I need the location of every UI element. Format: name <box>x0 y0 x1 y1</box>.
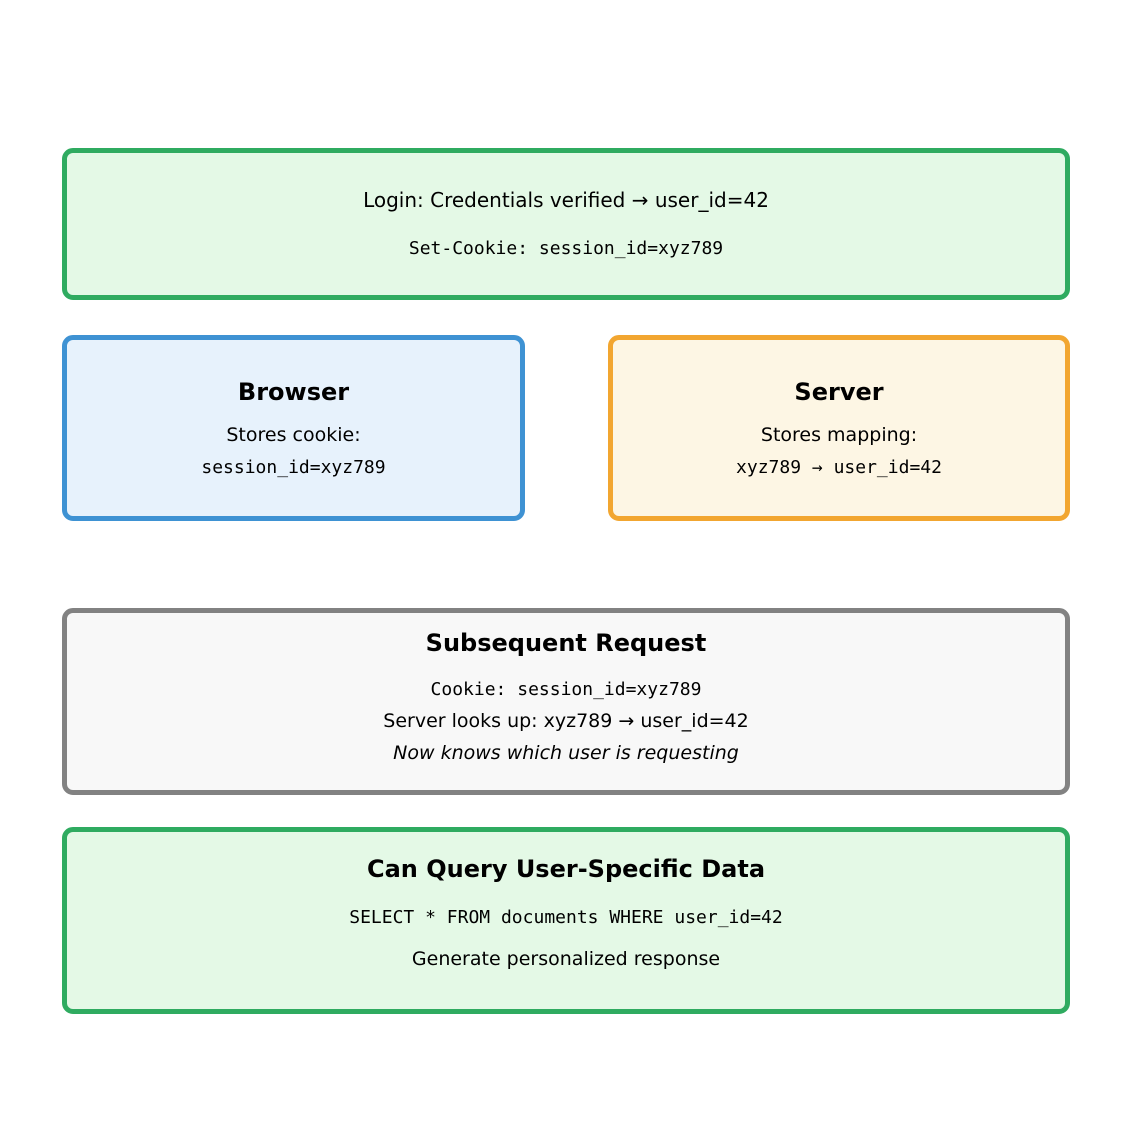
subsequent-request-box: Subsequent Request Cookie: session_id=xy… <box>62 608 1070 795</box>
query-generate-response-text: Generate personalized response <box>411 948 721 970</box>
login-credentials-text: Login: Credentials verified → user_id=42 <box>363 188 769 212</box>
login-set-cookie-code: Set-Cookie: session_id=xyz789 <box>408 238 724 259</box>
subsequent-lookup-text: Server looks up: xyz789 → user_id=42 <box>383 710 749 732</box>
subsequent-cookie-code: Cookie: session_id=xyz789 <box>430 679 702 700</box>
subsequent-request-title: Subsequent Request <box>425 629 707 657</box>
browser-stores-cookie-text: Stores cookie: <box>226 424 361 446</box>
server-title: Server <box>794 378 884 406</box>
browser-session-id-code: session_id=xyz789 <box>201 457 386 478</box>
subsequent-note-text: Now knows which user is requesting <box>393 742 739 764</box>
server-mapping-code: xyz789 → user_id=42 <box>736 457 942 478</box>
query-sql-code: SELECT * FROM documents WHERE user_id=42 <box>349 907 783 928</box>
login-box: Login: Credentials verified → user_id=42… <box>62 148 1070 300</box>
query-title: Can Query User-Specific Data <box>366 855 766 883</box>
server-stores-mapping-text: Stores mapping: <box>760 424 918 446</box>
browser-box: Browser Stores cookie: session_id=xyz789 <box>62 335 525 521</box>
browser-title: Browser <box>237 378 350 406</box>
query-user-data-box: Can Query User-Specific Data SELECT * FR… <box>62 827 1070 1014</box>
server-box: Server Stores mapping: xyz789 → user_id=… <box>608 335 1070 521</box>
